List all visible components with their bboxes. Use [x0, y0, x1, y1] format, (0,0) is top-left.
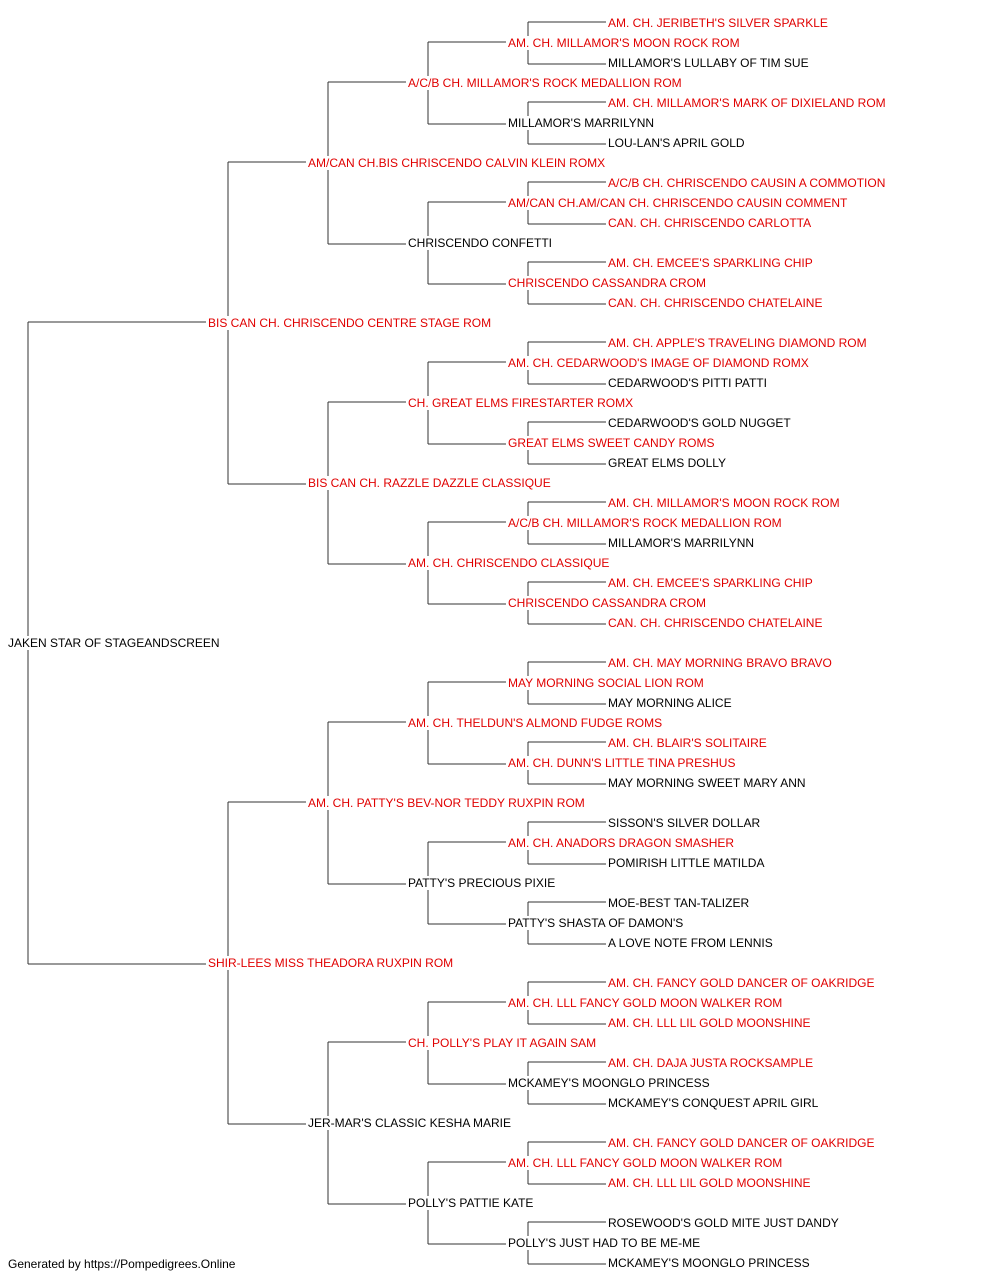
ancestor-name-gen5: AM. CH. JERIBETH'S SILVER SPARKLE — [608, 16, 829, 30]
ancestor-name-gen5: AM. CH. DAJA JUSTA ROCKSAMPLE — [608, 1056, 815, 1070]
ancestor-name-gen4: AM. CH. MILLAMOR'S MOON ROCK ROM — [508, 36, 741, 50]
ancestor-name-gen5: MCKAMEY'S CONQUEST APRIL GIRL — [608, 1096, 820, 1110]
ancestor-name-gen5: AM. CH. LLL LIL GOLD MOONSHINE — [608, 1016, 812, 1030]
ancestor-name-gen4: AM. CH. CEDARWOOD'S IMAGE OF DIAMOND ROM… — [508, 356, 810, 370]
ancestor-name-gen5: CEDARWOOD'S GOLD NUGGET — [608, 416, 792, 430]
ancestor-name-gen5: AM. CH. EMCEE'S SPARKLING CHIP — [608, 576, 814, 590]
ancestor-name-gen4: PATTY'S SHASTA OF DAMON'S — [508, 916, 685, 930]
ancestor-name-gen5: A LOVE NOTE FROM LENNIS — [608, 936, 774, 950]
ancestor-name-gen4: GREAT ELMS SWEET CANDY ROMS — [508, 436, 716, 450]
ancestor-name-gen5: POMIRISH LITTLE MATILDA — [608, 856, 766, 870]
ancestor-name-gen4: AM. CH. DUNN'S LITTLE TINA PRESHUS — [508, 756, 737, 770]
ancestor-name-gen5: AM. CH. LLL LIL GOLD MOONSHINE — [608, 1176, 812, 1190]
ancestor-name-gen4: MAY MORNING SOCIAL LION ROM — [508, 676, 705, 690]
ancestor-name-gen5: CAN. CH. CHRISCENDO CHATELAINE — [608, 616, 824, 630]
ancestor-name-gen3: AM. CH. THELDUN'S ALMOND FUDGE ROMS — [408, 716, 664, 730]
ancestor-name-gen4: POLLY'S JUST HAD TO BE ME-ME — [508, 1236, 702, 1250]
ancestor-name-gen4: MCKAMEY'S MOONGLO PRINCESS — [508, 1076, 711, 1090]
ancestor-name-gen4: MILLAMOR'S MARRILYNN — [508, 116, 656, 130]
ancestor-name-gen5: AM. CH. APPLE'S TRAVELING DIAMOND ROM — [608, 336, 868, 350]
ancestor-name-gen4: CHRISCENDO CASSANDRA CROM — [508, 276, 708, 290]
ancestor-name-gen3: PATTY'S PRECIOUS PIXIE — [408, 876, 557, 890]
subject-dog-name: JAKEN STAR OF STAGEANDSCREEN — [8, 636, 221, 650]
ancestor-name-gen3: POLLY'S PATTIE KATE — [408, 1196, 535, 1210]
ancestor-name-gen5: LOU-LAN'S APRIL GOLD — [608, 136, 746, 150]
ancestor-name-gen5: AM. CH. FANCY GOLD DANCER OF OAKRIDGE — [608, 1136, 876, 1150]
ancestor-name-gen5: MOE-BEST TAN-TALIZER — [608, 896, 751, 910]
ancestor-name-gen5: AM. CH. MILLAMOR'S MOON ROCK ROM — [608, 496, 841, 510]
ancestor-name-gen4: AM. CH. ANADORS DRAGON SMASHER — [508, 836, 736, 850]
ancestor-name-gen3: CH. GREAT ELMS FIRESTARTER ROMX — [408, 396, 635, 410]
footer-credit: Generated by https://Pompedigrees.Online — [8, 1257, 236, 1271]
ancestor-name-gen5: ROSEWOOD'S GOLD MITE JUST DANDY — [608, 1216, 840, 1230]
ancestor-name-gen5: CAN. CH. CHRISCENDO CHATELAINE — [608, 296, 824, 310]
ancestor-name-gen3: A/C/B CH. MILLAMOR'S ROCK MEDALLION ROM — [408, 76, 683, 90]
ancestor-name-gen5: SISSON'S SILVER DOLLAR — [608, 816, 762, 830]
ancestor-name-gen4: AM. CH. LLL FANCY GOLD MOON WALKER ROM — [508, 996, 784, 1010]
ancestor-name-gen1: SHIR-LEES MISS THEADORA RUXPIN ROM — [208, 956, 455, 970]
ancestor-name-gen1: BIS CAN CH. CHRISCENDO CENTRE STAGE ROM — [208, 316, 493, 330]
ancestor-name-gen5: MCKAMEY'S MOONGLO PRINCESS — [608, 1256, 811, 1270]
ancestor-name-gen2: JER-MAR'S CLASSIC KESHA MARIE — [308, 1116, 513, 1130]
ancestor-name-gen5: GREAT ELMS DOLLY — [608, 456, 728, 470]
ancestor-name-gen5: AM. CH. EMCEE'S SPARKLING CHIP — [608, 256, 814, 270]
ancestor-name-gen3: CHRISCENDO CONFETTI — [408, 236, 553, 250]
ancestor-name-gen3: AM. CH. CHRISCENDO CLASSIQUE — [408, 556, 611, 570]
ancestor-name-gen5: MAY MORNING SWEET MARY ANN — [608, 776, 807, 790]
ancestor-name-gen5: CAN. CH. CHRISCENDO CARLOTTA — [608, 216, 813, 230]
ancestor-name-gen4: A/C/B CH. MILLAMOR'S ROCK MEDALLION ROM — [508, 516, 783, 530]
ancestor-name-gen5: MILLAMOR'S LULLABY OF TIM SUE — [608, 56, 810, 70]
ancestor-name-gen5: AM. CH. BLAIR'S SOLITAIRE — [608, 736, 768, 750]
ancestor-name-gen5: AM. CH. MILLAMOR'S MARK OF DIXIELAND ROM — [608, 96, 887, 110]
ancestor-name-gen5: MAY MORNING ALICE — [608, 696, 733, 710]
ancestor-name-gen2: AM. CH. PATTY'S BEV-NOR TEDDY RUXPIN ROM — [308, 796, 586, 810]
ancestor-name-gen4: CHRISCENDO CASSANDRA CROM — [508, 596, 708, 610]
ancestor-name-gen4: AM. CH. LLL FANCY GOLD MOON WALKER ROM — [508, 1156, 784, 1170]
ancestor-name-gen5: MILLAMOR'S MARRILYNN — [608, 536, 756, 550]
ancestor-name-gen4: AM/CAN CH.AM/CAN CH. CHRISCENDO CAUSIN C… — [508, 196, 849, 210]
ancestor-name-gen5: A/C/B CH. CHRISCENDO CAUSIN A COMMOTION — [608, 176, 887, 190]
ancestor-name-gen5: CEDARWOOD'S PITTI PATTI — [608, 376, 768, 390]
ancestor-name-gen5: AM. CH. MAY MORNING BRAVO BRAVO — [608, 656, 833, 670]
ancestor-name-gen2: AM/CAN CH.BIS CHRISCENDO CALVIN KLEIN RO… — [308, 156, 607, 170]
ancestor-name-gen2: BIS CAN CH. RAZZLE DAZZLE CLASSIQUE — [308, 476, 552, 490]
ancestor-name-gen5: AM. CH. FANCY GOLD DANCER OF OAKRIDGE — [608, 976, 876, 990]
ancestor-name-gen3: CH. POLLY'S PLAY IT AGAIN SAM — [408, 1036, 598, 1050]
